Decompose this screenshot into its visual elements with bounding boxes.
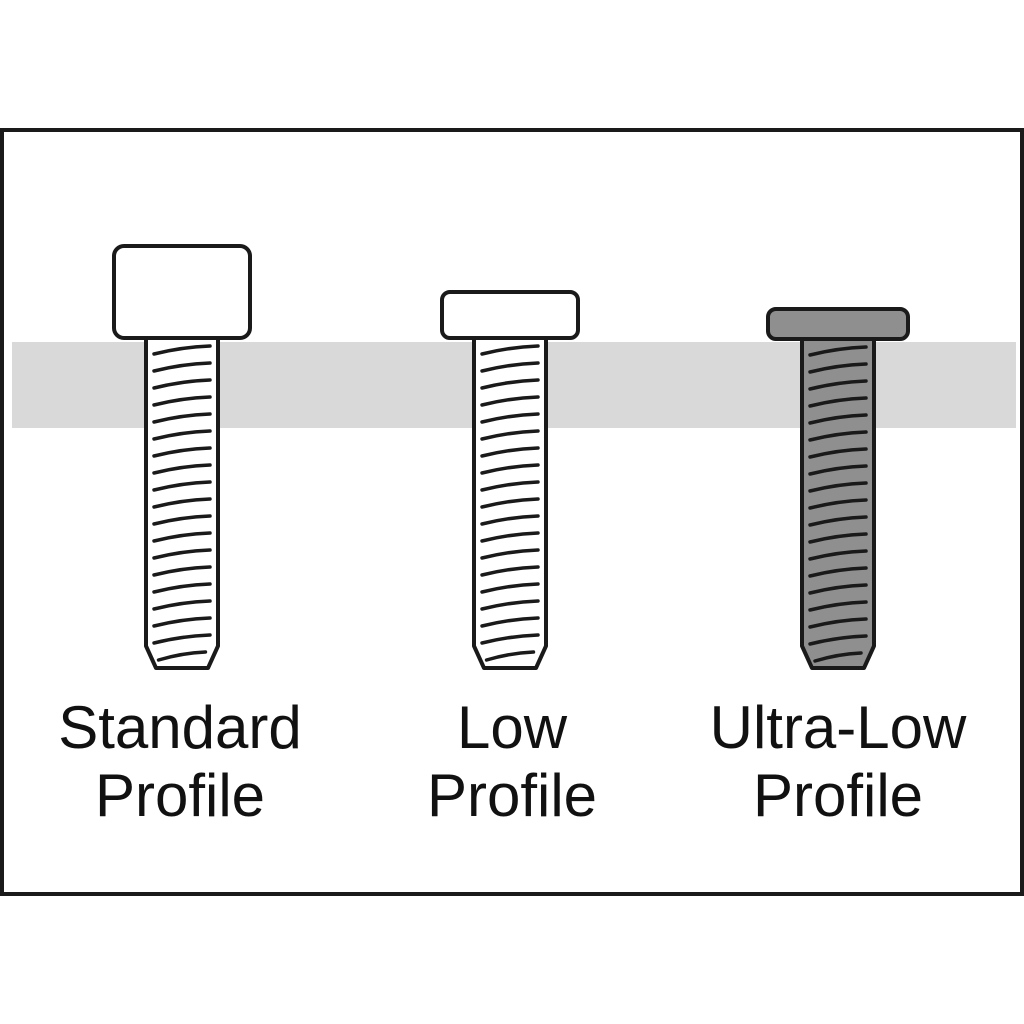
label-standard-line1: Standard	[58, 694, 302, 761]
thread-line	[480, 565, 540, 577]
thread-line	[480, 463, 540, 475]
thread-line	[808, 634, 868, 646]
thread-line	[152, 565, 212, 577]
thread-line	[480, 531, 540, 543]
thread-line	[152, 412, 212, 424]
thread-line	[480, 412, 540, 424]
label-low-profile: Low Profile	[332, 694, 692, 830]
label-low-line1: Low	[456, 694, 568, 761]
label-standard-line2: Profile	[94, 762, 266, 829]
thread-line	[808, 600, 868, 612]
thread-line	[480, 548, 540, 560]
thread-line	[808, 447, 868, 459]
thread-line	[808, 379, 868, 391]
thread-line	[480, 395, 540, 407]
low-screw-head	[440, 290, 580, 340]
label-ultra-low-line1: Ultra-Low	[709, 694, 967, 761]
thread-line	[152, 582, 212, 594]
label-low-line2: Profile	[426, 762, 598, 829]
thread-line	[152, 446, 212, 458]
thread-line	[480, 616, 540, 628]
thread-line	[480, 378, 540, 390]
thread-line	[152, 480, 212, 492]
thread-line	[808, 515, 868, 527]
thread-line	[808, 566, 868, 578]
thread-line	[808, 617, 868, 629]
standard-screw-head	[112, 244, 252, 340]
thread-line	[480, 514, 540, 526]
thread-line	[152, 463, 212, 475]
thread-line	[808, 498, 868, 510]
thread-line	[808, 464, 868, 476]
thread-line	[152, 616, 212, 628]
low-profile-screw-icon	[440, 290, 580, 670]
label-ultra-low-profile: Ultra-Low Profile	[658, 694, 1018, 830]
thread-line	[152, 361, 212, 373]
thread-line	[808, 549, 868, 561]
thread-line	[480, 599, 540, 611]
thread-line	[808, 532, 868, 544]
thread-line	[480, 633, 540, 645]
thread-line	[152, 514, 212, 526]
thread-line	[808, 362, 868, 374]
thread-line	[480, 344, 540, 356]
standard-profile-screw-icon	[112, 244, 252, 670]
ultra-low-screw-threads	[800, 337, 876, 670]
thread-line	[808, 396, 868, 408]
thread-line	[808, 345, 868, 357]
thread-line	[480, 497, 540, 509]
thread-line	[480, 480, 540, 492]
thread-line	[480, 361, 540, 373]
thread-line	[152, 429, 212, 441]
label-ultra-low-line2: Profile	[752, 762, 924, 829]
thread-line	[152, 497, 212, 509]
ultra-low-screw-head	[766, 307, 910, 341]
label-standard-profile: Standard Profile	[0, 694, 360, 830]
thread-line	[152, 344, 212, 356]
thread-line	[152, 548, 212, 560]
thread-line	[152, 378, 212, 390]
thread-line	[480, 429, 540, 441]
thread-line	[152, 531, 212, 543]
standard-screw-threads	[144, 336, 220, 670]
low-screw-threads	[472, 336, 548, 670]
thread-line	[813, 651, 863, 663]
thread-line	[484, 650, 536, 662]
thread-line	[808, 481, 868, 493]
thread-line	[156, 650, 208, 662]
thread-line	[480, 582, 540, 594]
thread-line	[152, 395, 212, 407]
thread-line	[152, 633, 212, 645]
thread-line	[808, 430, 868, 442]
thread-line	[152, 599, 212, 611]
thread-line	[808, 583, 868, 595]
thread-line	[480, 446, 540, 458]
thread-line	[808, 413, 868, 425]
ultra-low-profile-screw-icon	[766, 307, 910, 670]
